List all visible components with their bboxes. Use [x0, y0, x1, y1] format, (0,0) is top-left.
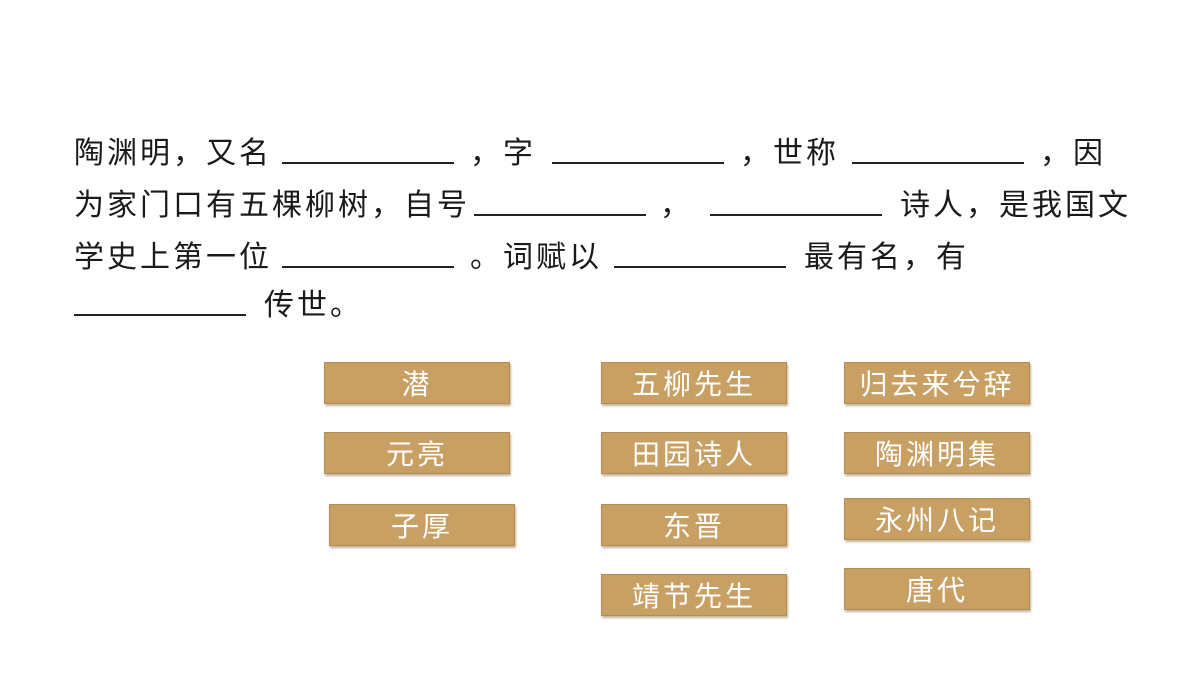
- answer-blank[interactable]: [282, 162, 454, 164]
- passage-text: ，因: [1040, 136, 1106, 171]
- passage-text: 为家门口有五棵柳树，自号: [74, 188, 470, 223]
- passage-text: ，字: [470, 136, 536, 171]
- option-tile-yongzhou[interactable]: 永州八记: [844, 498, 1030, 540]
- passage-text: 最有名，有: [804, 240, 969, 275]
- option-tile-wuliu[interactable]: 五柳先生: [601, 362, 787, 404]
- option-tile-tangdai[interactable]: 唐代: [844, 568, 1030, 610]
- option-tile-jingjie[interactable]: 靖节先生: [601, 574, 787, 616]
- option-tile-dongjin[interactable]: 东晋: [601, 504, 787, 546]
- answer-blank[interactable]: [552, 162, 724, 164]
- answer-blank[interactable]: [282, 266, 454, 268]
- passage-text: 诗人，是我国文: [900, 188, 1131, 223]
- passage-text: 。词赋以: [470, 240, 602, 275]
- answer-blank[interactable]: [710, 214, 882, 216]
- passage-line-2: 为家门口有五棵柳树，自号 ， 诗人，是我国文: [74, 170, 1134, 223]
- passage-text: 陶渊明，又名: [74, 136, 272, 171]
- answer-blank[interactable]: [852, 162, 1024, 164]
- passage-text: ，: [660, 188, 693, 223]
- option-tile-zihou[interactable]: 子厚: [329, 504, 515, 546]
- fill-in-passage: 陶渊明，又名 ，字 ，世称 ，因 为家门口有五棵柳树，自号 ， 诗人，是我国文 …: [74, 118, 1134, 326]
- passage-text: ，世称: [740, 136, 839, 171]
- passage-line-4: 传世。: [74, 274, 1134, 326]
- answer-blank[interactable]: [474, 214, 646, 216]
- passage-line-1: 陶渊明，又名 ，字 ，世称 ，因: [74, 118, 1134, 171]
- passage-text: 学史上第一位: [74, 240, 272, 275]
- option-tile-qian[interactable]: 潜: [324, 362, 510, 404]
- option-tile-tianyuan[interactable]: 田园诗人: [601, 432, 787, 474]
- answer-blank[interactable]: [74, 314, 246, 316]
- answer-blank[interactable]: [614, 266, 786, 268]
- option-tile-taoyuanmingji[interactable]: 陶渊明集: [844, 432, 1030, 474]
- passage-text: 传世。: [264, 288, 363, 323]
- option-tile-yuanliang[interactable]: 元亮: [324, 432, 510, 474]
- passage-line-3: 学史上第一位 。词赋以 最有名，有: [74, 222, 1134, 275]
- option-tile-guiqulai[interactable]: 归去来兮辞: [844, 362, 1030, 404]
